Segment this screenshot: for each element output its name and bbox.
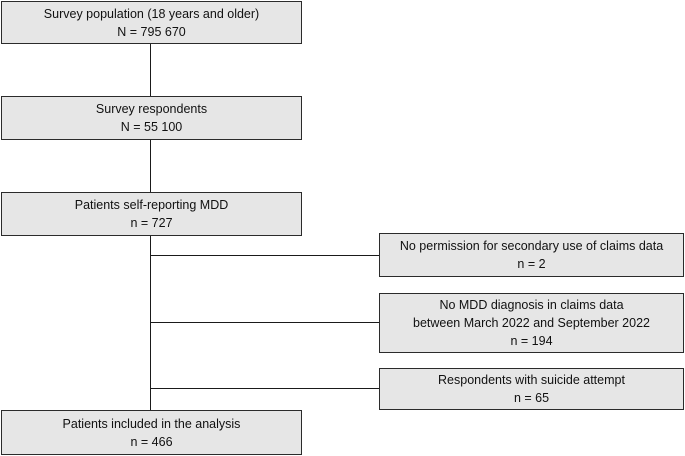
no-diagnosis-line1: No MDD diagnosis in claims data	[439, 298, 624, 312]
suicide-attempt-box: Respondents with suicide attempt n = 65	[379, 368, 684, 410]
no-permission-title: No permission for secondary use of claim…	[399, 239, 664, 253]
survey-respondents-count: N = 55 100	[120, 120, 183, 134]
survey-population-count: N = 795 670	[117, 24, 186, 39]
connector-exclusion-permission	[150, 255, 379, 257]
connector-respondents-mdd	[150, 140, 152, 192]
survey-respondents-box: Survey respondents N = 55 100	[1, 96, 302, 140]
no-permission-count: n = 2	[517, 257, 546, 271]
suicide-attempt-title: Respondents with suicide attempt	[438, 373, 625, 387]
no-diagnosis-count: n = 194	[510, 334, 553, 348]
suicide-attempt-count: n = 65	[513, 391, 550, 405]
included-analysis-count: n = 466	[130, 434, 173, 449]
no-diagnosis-box: No MDD diagnosis in claims data between …	[379, 293, 684, 353]
survey-respondents-title: Survey respondents	[95, 102, 208, 116]
self-reporting-mdd-count: n = 727	[130, 216, 173, 230]
connector-population-respondents	[150, 44, 152, 96]
connector-exclusion-diagnosis	[150, 322, 379, 324]
self-reporting-mdd-box: Patients self-reporting MDD n = 727	[1, 192, 302, 236]
connector-exclusion-suicide	[150, 388, 379, 390]
no-permission-box: No permission for secondary use of claim…	[379, 233, 684, 277]
survey-population-box: Survey population (18 years and older) N…	[1, 1, 302, 44]
included-analysis-box: Patients included in the analysis n = 46…	[1, 410, 302, 455]
survey-population-title: Survey population (18 years and older)	[43, 6, 260, 21]
no-diagnosis-line2: between March 2022 and September 2022	[413, 316, 650, 330]
included-analysis-title: Patients included in the analysis	[62, 416, 241, 431]
self-reporting-mdd-title: Patients self-reporting MDD	[74, 198, 229, 212]
